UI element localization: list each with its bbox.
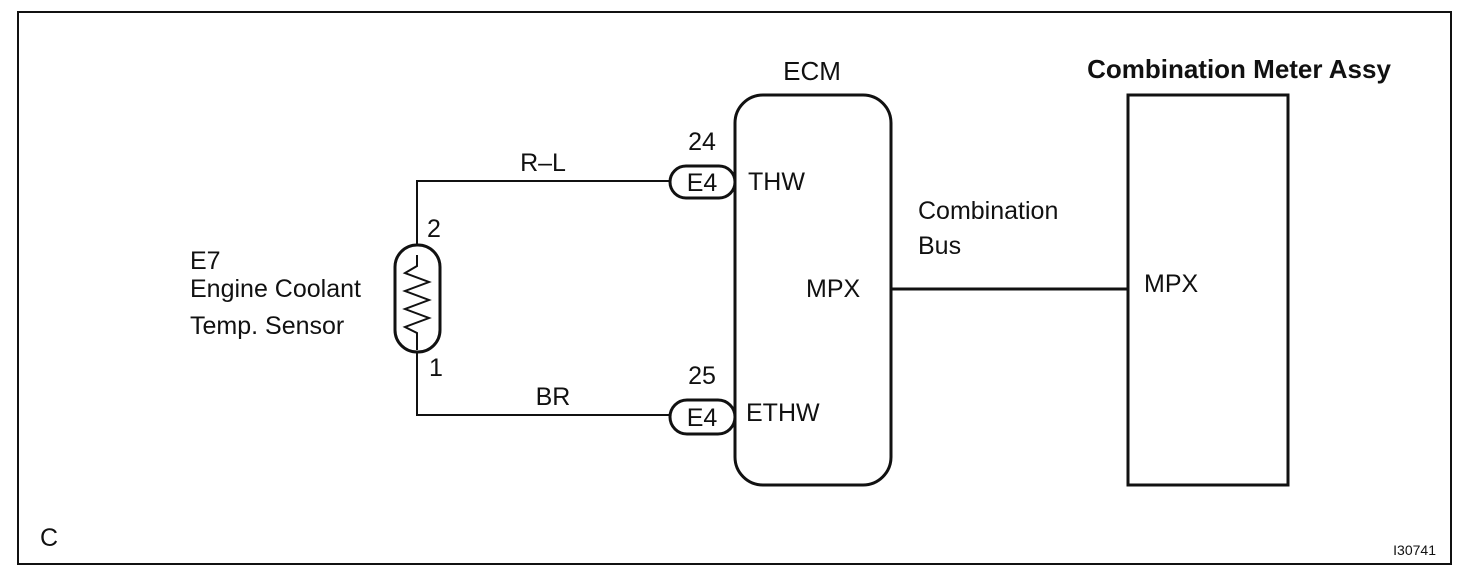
wire-br	[416, 350, 672, 416]
meter-pin-mpx: MPX	[1144, 270, 1199, 298]
connector-top-code: E4	[687, 169, 718, 197]
wire-bottom-color: BR	[536, 383, 571, 411]
sensor-name-line2: Temp. Sensor	[190, 312, 344, 340]
ecm-title: ECM	[783, 56, 841, 86]
bus-label-line1: Combination	[918, 197, 1058, 225]
ecm-pin-mpx: MPX	[806, 275, 861, 303]
resistor-icon	[402, 255, 432, 350]
sensor-name-line1: Engine Coolant	[190, 275, 361, 303]
figure-id: I30741	[1393, 542, 1436, 558]
connector-bottom-code: E4	[687, 404, 718, 432]
meter-title: Combination Meter Assy	[1087, 54, 1391, 84]
connector-e4-bottom	[668, 398, 737, 436]
connector-bottom-pin: 25	[688, 362, 716, 390]
connector-top-pin: 24	[688, 128, 716, 156]
wire-r-l	[416, 180, 672, 255]
wire-top-color: R–L	[520, 149, 566, 177]
ecm-pin-thw: THW	[748, 168, 805, 196]
connector-e4-top	[668, 164, 737, 200]
corner-label: C	[40, 524, 58, 552]
diagram-frame	[17, 11, 1452, 565]
sensor-pin-bottom: 1	[429, 354, 443, 382]
ecm-pin-ethw: ETHW	[746, 399, 820, 427]
sensor-pin-top: 2	[427, 215, 441, 243]
meter-box	[1126, 93, 1290, 487]
sensor-code: E7	[190, 247, 221, 275]
bus-label-line2: Bus	[918, 232, 961, 260]
